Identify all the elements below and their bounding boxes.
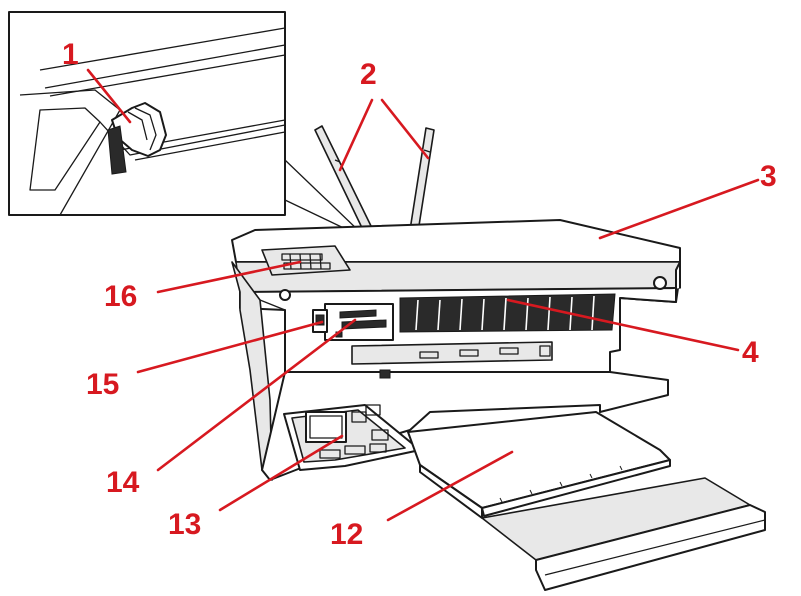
- leader-16: [156, 260, 302, 294]
- callout-1: 1: [62, 38, 79, 71]
- callout-numbers: 1 2 3 4 12 13 14 15 16: [62, 38, 777, 551]
- callout-15: 15: [86, 368, 119, 401]
- inset-detail: [8, 11, 361, 233]
- callout-12: 12: [330, 518, 363, 551]
- callout-2: 2: [360, 58, 377, 91]
- leader-4: [506, 298, 740, 352]
- callout-3: 3: [760, 160, 777, 193]
- power-button-icon: [653, 276, 667, 290]
- usb-port-icon: [315, 314, 325, 326]
- leader-3: [598, 178, 760, 240]
- leader-14: [156, 318, 357, 472]
- paper-exit-tray: [407, 411, 766, 591]
- inset-pointer-line: [284, 159, 361, 233]
- callout-13: 13: [168, 508, 201, 541]
- paper-guide-rail: [351, 341, 553, 365]
- inset-rail-top: [39, 27, 286, 71]
- leader-12: [386, 450, 514, 522]
- callout-14: 14: [106, 466, 140, 499]
- leader-2a: [338, 98, 374, 172]
- callout-4: 4: [742, 336, 759, 369]
- leader-1: [86, 68, 132, 124]
- pictbridge-port: [312, 309, 328, 333]
- leader-15: [136, 320, 324, 374]
- front-lower: [261, 341, 669, 481]
- top-operator-panel: [261, 245, 351, 276]
- leader-13: [218, 434, 344, 512]
- paper-exit-slot: [399, 293, 616, 333]
- leader-lines: [86, 68, 760, 522]
- callout-16: 16: [104, 280, 137, 313]
- leader-2b: [380, 98, 430, 160]
